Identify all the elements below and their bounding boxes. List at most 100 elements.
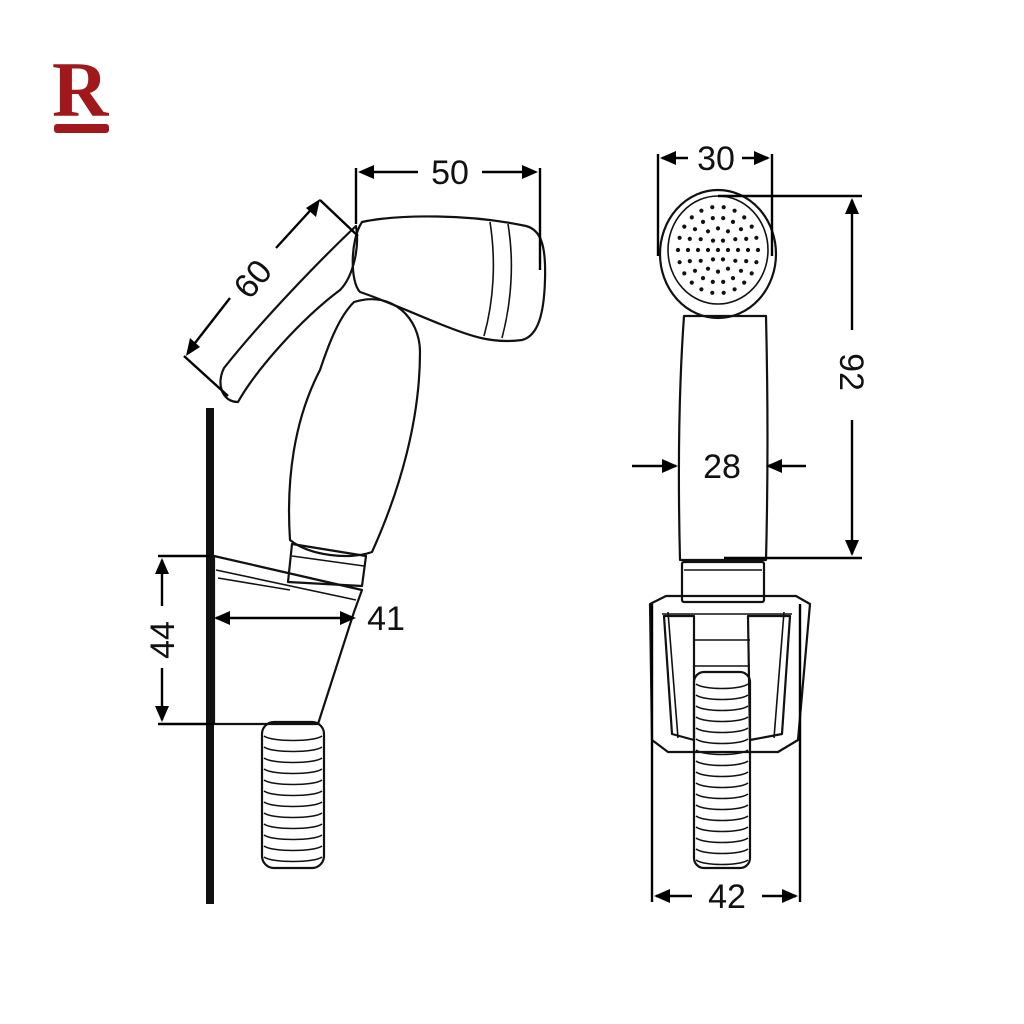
nozzle-hole [710,279,715,284]
nozzle-hole [705,247,711,253]
hose-rib [263,812,323,819]
nozzle-hole [705,229,711,234]
nozzle-hole [677,260,682,265]
nozzle-hole [755,247,761,253]
dim-front-holder-width: 42 [708,878,746,916]
brand-logo-underline [54,124,109,133]
hose-rib [263,823,323,830]
nozzle-hole [732,287,737,292]
side-hose [260,720,326,870]
hose-rib [263,790,323,797]
nozzle-hole [682,224,687,229]
hose-rib [263,845,323,852]
dimension-lines: 50 60 44 41 30 [144,140,870,916]
side-spray-head [351,215,547,343]
hose-rib [263,856,323,863]
hose-rib [263,746,323,753]
nozzle-hole [744,236,749,241]
hose-rib [263,801,323,808]
hose-rib [695,683,749,690]
nozzle-hole [732,208,737,213]
nozzle-hole [698,258,703,263]
wall-line [206,408,214,904]
front-spray-face [658,188,778,320]
nozzle-hole [730,219,736,224]
dim-side-holder-height: 44 [144,621,182,659]
nozzle-hole [715,226,721,231]
side-trigger-lever [219,224,359,404]
front-neck-collar [680,560,766,604]
spray-nozzle-holes [675,205,761,295]
dim-side-head-width: 50 [431,154,469,192]
dim-front-head-width: 30 [697,140,735,178]
nozzle-hole [745,247,751,253]
nozzle-hole [749,224,754,229]
hose-rib [695,859,749,866]
hose-rib [263,757,323,764]
nozzle-hole [742,215,747,220]
hose-rib [695,705,749,712]
front-view [648,188,812,870]
nozzle-hole [700,219,706,224]
nozzle-hole [710,290,715,295]
hose-rib [695,738,749,745]
brand-logo-letter: R [52,46,110,133]
hose-rib [263,768,323,775]
dim-front-grip-width: 28 [703,448,741,486]
hose-rib [695,848,749,855]
hose-rib [695,694,749,701]
nozzle-hole [699,287,704,292]
hose-rib [695,771,749,778]
nozzle-hole [692,227,698,232]
nozzle-hole [721,205,726,210]
nozzle-hole [721,216,726,221]
nozzle-hole [710,257,716,262]
hose-rib [695,826,749,833]
nozzle-hole [735,247,741,253]
nozzle-hole [692,268,698,273]
hose-rib [695,793,749,800]
nozzle-hole [730,276,736,281]
nozzle-hole [710,205,715,210]
nozzle-hole [725,229,731,234]
nozzle-hole [715,269,721,274]
nozzle-hole [699,208,704,213]
nozzle-hole [689,280,694,285]
nozzle-hole [733,237,738,242]
side-grip [287,298,422,558]
nozzle-hole [754,235,759,240]
hose-rib [695,804,749,811]
hose-rib [695,782,749,789]
nozzle-hole [725,266,731,271]
nozzle-hole [682,271,687,276]
nozzle-hole [720,238,726,243]
hose-rib [695,716,749,723]
hose-rib [695,727,749,734]
nozzle-hole [687,236,692,241]
nozzle-hole [695,247,701,253]
nozzle-hole [689,215,694,220]
nozzle-hole [720,257,726,262]
nozzle-hole [754,260,759,265]
side-view [206,215,547,904]
nozzle-hole [738,268,744,273]
nozzle-hole [721,279,726,284]
hose-rib [695,837,749,844]
side-head-ring-2 [501,223,513,339]
nozzle-hole [685,247,691,253]
side-head-ring-1 [483,221,495,337]
nozzle-hole [733,258,738,263]
hose-rib [263,834,323,841]
dim-side-diagonal: 60 [227,253,280,306]
nozzle-hole [738,227,744,232]
nozzle-hole [698,237,703,242]
hose-rib [263,779,323,786]
side-neck-collar [286,542,368,588]
hose-rib [695,760,749,767]
nozzle-hole [710,238,716,243]
hose-rib [263,735,323,742]
nozzle-hole [677,235,682,240]
nozzle-hole [675,247,681,253]
nozzle-hole [687,259,692,264]
